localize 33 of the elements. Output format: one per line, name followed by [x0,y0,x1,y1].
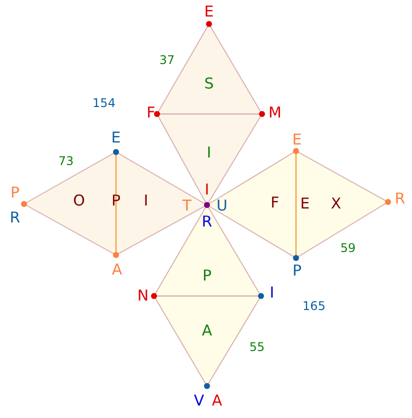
number-label: 73 [58,155,74,167]
vertex-label: M [268,106,282,120]
number-label: 154 [92,97,116,109]
vertex-label: U [216,198,228,214]
vertex-label: I [270,286,274,300]
region-letter: I [144,194,148,208]
region-letter: S [204,76,214,92]
vertex-label: R [202,214,212,230]
vertex-label: P [10,186,20,200]
region-letter: F [270,196,280,210]
vertex-label: I [204,182,210,198]
region-letter: A [202,324,212,338]
vertex-label: A [212,394,222,408]
vertex-label: N [137,288,149,304]
number-label: 165 [302,300,326,312]
vertex-label: F [146,106,156,120]
vertex-label: T [182,198,192,214]
vertex-label: A [112,262,122,278]
vertex-label: E [292,132,302,148]
vertex-label: R [10,210,20,226]
vertex-label: V [194,394,204,408]
region-letter: P [202,268,212,284]
number-label: 55 [249,341,265,353]
vertex-label: E [111,130,121,146]
number-label: 59 [340,242,356,254]
region-letter: I [206,146,212,160]
region-letter: O [73,194,85,208]
region-letter: E [300,196,310,212]
vertex-label: E [204,4,214,20]
vertex-label: P [292,264,302,278]
region-letter: X [330,196,342,212]
number-label: 37 [159,54,175,66]
vertex-label: R [394,192,406,206]
